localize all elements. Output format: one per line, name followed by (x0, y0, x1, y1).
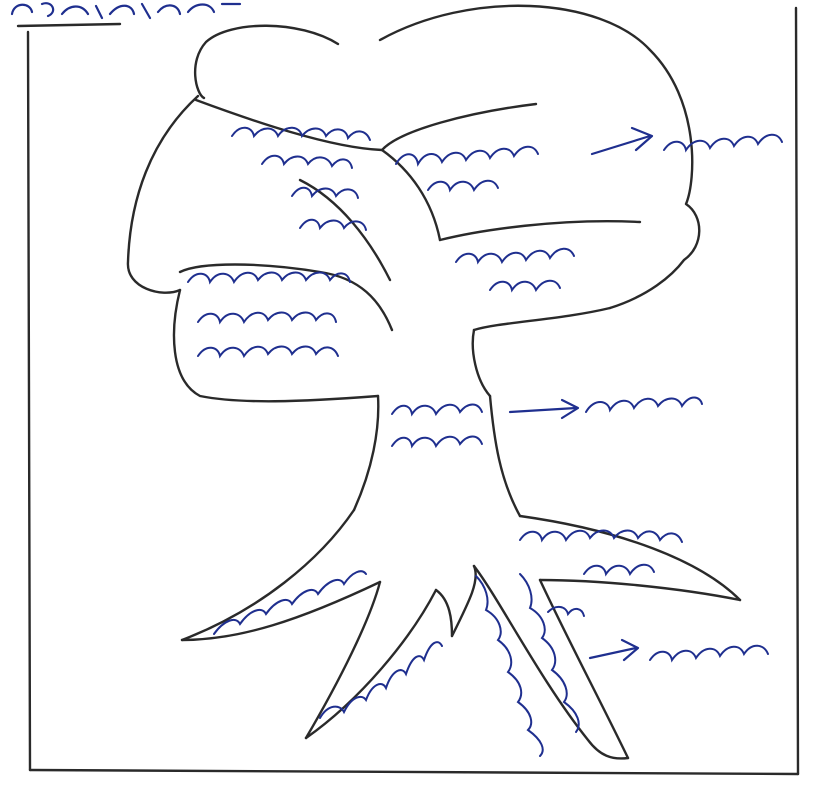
handwritten-label-arrow-bottom-target (650, 646, 768, 660)
handwritten-label-left-crown (232, 128, 370, 230)
top-heading-scrawl (12, 3, 240, 18)
arrow-bottom-right (590, 640, 638, 660)
handwritten-label-root-right (520, 531, 682, 575)
handwritten-label-arrow-top-target (664, 135, 782, 150)
arrow-top-right (592, 128, 652, 154)
handwritten-label-root-left (214, 571, 366, 634)
page-frame (18, 8, 798, 774)
handwritten-label-right-crown (456, 249, 574, 290)
arrow-middle-right (510, 400, 578, 418)
handwritten-label-trunk (392, 405, 482, 447)
tree-crown (128, 6, 699, 402)
handwritten-label-arrow-middle-target (586, 398, 702, 413)
tree-roots (182, 510, 740, 758)
handwritten-label-root-center-right (476, 574, 584, 756)
handwritten-label-lower-left-crown (188, 273, 350, 357)
